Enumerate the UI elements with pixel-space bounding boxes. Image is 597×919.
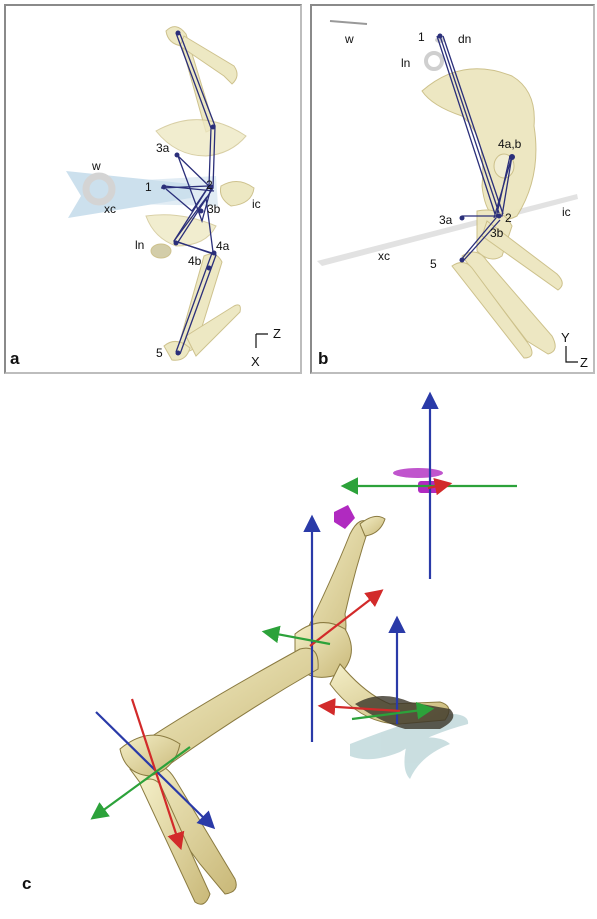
- panel-b-figure: w 1 dn ln 4a,b 3a 2 3b ic xc 5 Y Z: [312, 6, 593, 372]
- label-1: 1: [418, 30, 425, 44]
- label-3a: 3a: [439, 213, 453, 227]
- axis-label-z: Z: [273, 326, 281, 341]
- axis-label-z: Z: [580, 355, 588, 370]
- axis-indicator-a: [256, 334, 268, 348]
- label-5: 5: [430, 257, 437, 271]
- panel-b: w 1 dn ln 4a,b 3a 2 3b ic xc 5 Y Z b: [310, 4, 595, 374]
- axis-label-x: X: [251, 354, 260, 369]
- ln-ring: [426, 53, 442, 69]
- label-3b: 3b: [490, 226, 504, 240]
- panel-a-figure: w xc ln ic 1 2 3a 3b 4a 4b 5 Z X: [6, 6, 300, 372]
- label-2: 2: [206, 178, 213, 192]
- wing-edge: [330, 21, 367, 24]
- label-3b: 3b: [207, 202, 221, 216]
- panel-c-figure: [0, 384, 597, 914]
- panel-letter-c: c: [22, 874, 31, 894]
- xc-plane: [317, 194, 578, 266]
- label-xc: xc: [104, 202, 116, 216]
- panel-a: w xc ln ic 1 2 3a 3b 4a 4b 5 Z X a: [4, 4, 302, 374]
- coordinate-axes: [94, 396, 517, 846]
- label-4a: 4a: [216, 239, 230, 253]
- label-dn: dn: [458, 32, 471, 46]
- label-ic: ic: [562, 205, 571, 219]
- label-5: 5: [156, 346, 163, 360]
- label-ln: ln: [135, 238, 144, 252]
- label-4b: 4b: [188, 254, 202, 268]
- label-ic: ic: [252, 197, 261, 211]
- purple-reference-object: [334, 468, 443, 529]
- panel-c: c: [0, 384, 597, 914]
- axis-indicator-b: [566, 346, 578, 362]
- label-2: 2: [505, 211, 512, 225]
- axis-label-y: Y: [561, 330, 570, 345]
- panel-letter-b: b: [318, 349, 328, 369]
- label-3a: 3a: [156, 141, 170, 155]
- label-ln: ln: [401, 56, 410, 70]
- label-xc: xc: [378, 249, 390, 263]
- panel-letter-a: a: [10, 349, 19, 369]
- label-4ab: 4a,b: [498, 137, 522, 151]
- label-1: 1: [145, 180, 152, 194]
- label-w: w: [91, 159, 101, 173]
- label-w: w: [344, 32, 354, 46]
